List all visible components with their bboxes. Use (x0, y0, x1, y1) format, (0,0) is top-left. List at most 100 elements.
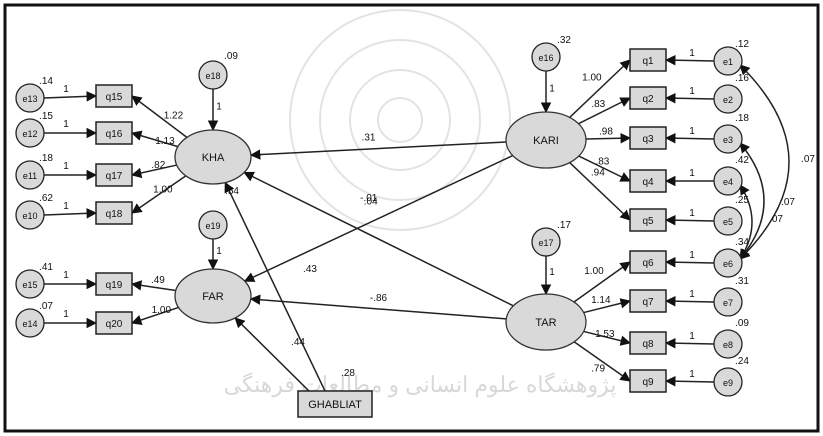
covariance-label-e4_e6: .07 (769, 214, 783, 225)
loading-label-TAR_q7: 1.14 (591, 295, 611, 306)
covariance-label-e1_e6: .07 (801, 154, 815, 165)
latent-kari (505, 111, 587, 169)
variance-label-e12: .15 (39, 111, 53, 122)
observed-q8 (629, 331, 667, 355)
variance-label-e2: .16 (735, 73, 749, 84)
error-label-e12: e12 (22, 129, 37, 139)
loading-label-KHA_q15: 1.22 (164, 111, 184, 122)
variance-label-e4: .42 (735, 155, 749, 166)
error-e16 (531, 42, 561, 72)
covariance-e4_e6 (739, 184, 753, 260)
error-weight-e9: 1 (689, 369, 695, 380)
structural-label-KARI_FAR: .04 (364, 196, 378, 207)
observed-q4 (629, 169, 667, 193)
loading-label-FAR_q19: .49 (151, 275, 165, 286)
loading-label-KHA_q16: 1.13 (155, 136, 175, 147)
loading-label-TAR_q9: .79 (591, 363, 605, 374)
error-e1 (713, 46, 743, 76)
variance-label-e3: .18 (735, 113, 749, 124)
latent-label-tar: TAR (535, 317, 556, 329)
error-weight-e6: 1 (689, 250, 695, 261)
loading-KHA_q15 (131, 95, 188, 138)
error-weight-e13: 1 (63, 84, 69, 95)
error-path-e2 (664, 92, 715, 104)
error-label-e18: e18 (205, 71, 220, 81)
observed-q15 (95, 84, 133, 108)
error-weight-e4: 1 (689, 168, 695, 179)
ghabliat-variance-label: .28 (341, 368, 355, 379)
error-e14 (15, 308, 45, 338)
variance-label-e8: .09 (735, 318, 749, 329)
loading-label-KARI_q2: .83 (591, 99, 605, 110)
loading-KHA_q17 (130, 164, 177, 179)
structural-KARI_FAR (243, 154, 514, 282)
structural-label-TAR_FAR: -.86 (370, 293, 388, 304)
loading-label-KHA_q17: .82 (151, 160, 165, 171)
loading-label-KARI_q3: .98 (599, 127, 613, 138)
latent-label-far: FAR (202, 291, 223, 303)
error-path-e5 (664, 214, 715, 226)
loading-KARI_q2 (578, 97, 631, 125)
latent-far (174, 268, 252, 324)
observed-ghabliat (297, 390, 373, 418)
watermark-text: پژوهشگاه علوم انسانی و مطالعات فرهنگی (224, 372, 617, 398)
structural-label-GHABLIAT_KHA: .43 (303, 264, 317, 275)
error-e12 (15, 118, 45, 148)
error-path-e8 (664, 337, 715, 349)
error-e9 (713, 367, 743, 397)
error-weight-e12: 1 (63, 119, 69, 130)
error-label-e9: e9 (723, 378, 733, 388)
variance-label-e11: .18 (39, 153, 53, 164)
observed-q6 (629, 250, 667, 274)
disturbance-weight-e16: 1 (549, 84, 555, 95)
structural-label-KARI_KHA: .31 (362, 133, 376, 144)
variance-label-e16: .32 (557, 35, 571, 46)
loading-KARI_q1 (569, 59, 631, 118)
error-e7 (713, 287, 743, 317)
error-path-e3 (664, 132, 715, 144)
observed-q5 (629, 208, 667, 232)
structural-label-TAR_KHA: -.01 (360, 193, 378, 204)
observed-label-q18: q18 (106, 209, 123, 220)
variance-label-e5: .25 (735, 195, 749, 206)
observed-label-q8: q8 (642, 339, 654, 350)
error-e17 (531, 227, 561, 257)
loading-KHA_q16 (130, 130, 179, 148)
loading-label-KARI_q1: 1.00 (582, 73, 602, 84)
error-weight-e15: 1 (63, 270, 69, 281)
error-e5 (713, 206, 743, 236)
error-label-e4: e4 (723, 177, 733, 187)
loading-label-KARI_q5: .94 (591, 167, 605, 178)
structural-TAR_KHA (243, 171, 514, 307)
error-weight-e14: 1 (63, 309, 69, 320)
labels-layer: 11111111111111111111.221.13.821.00.491.0… (22, 35, 815, 411)
kha-path-label: .54 (225, 186, 239, 197)
observed-label-q6: q6 (642, 258, 654, 269)
observed-q20 (95, 311, 133, 335)
error-label-e1: e1 (723, 57, 733, 67)
observed-label-q2: q2 (642, 94, 654, 105)
error-e11 (15, 160, 45, 190)
error-path-e6 (664, 256, 715, 268)
variance-label-e6: .34 (735, 237, 749, 248)
loading-TAR_q9 (573, 341, 631, 382)
error-e10 (15, 200, 45, 230)
loading-label-TAR_q8: 1.53 (595, 329, 615, 340)
error-e6 (713, 248, 743, 278)
error-label-e5: e5 (723, 217, 733, 227)
error-e2 (713, 84, 743, 114)
error-label-e15: e15 (22, 280, 37, 290)
error-e3 (713, 124, 743, 154)
error-e15 (15, 269, 45, 299)
observed-label-q5: q5 (642, 216, 654, 227)
observed-q7 (629, 289, 667, 313)
error-weight-e5: 1 (689, 208, 695, 219)
error-weight-e10: 1 (63, 201, 69, 212)
loading-TAR_q8 (583, 330, 632, 346)
error-e4 (713, 166, 743, 196)
loading-label-KARI_q4: .83 (595, 157, 609, 168)
loading-TAR_q7 (583, 298, 632, 314)
disturbance-weight-e17: 1 (549, 267, 555, 278)
structural-label-GHABLIAT_FAR: .44 (291, 337, 305, 348)
